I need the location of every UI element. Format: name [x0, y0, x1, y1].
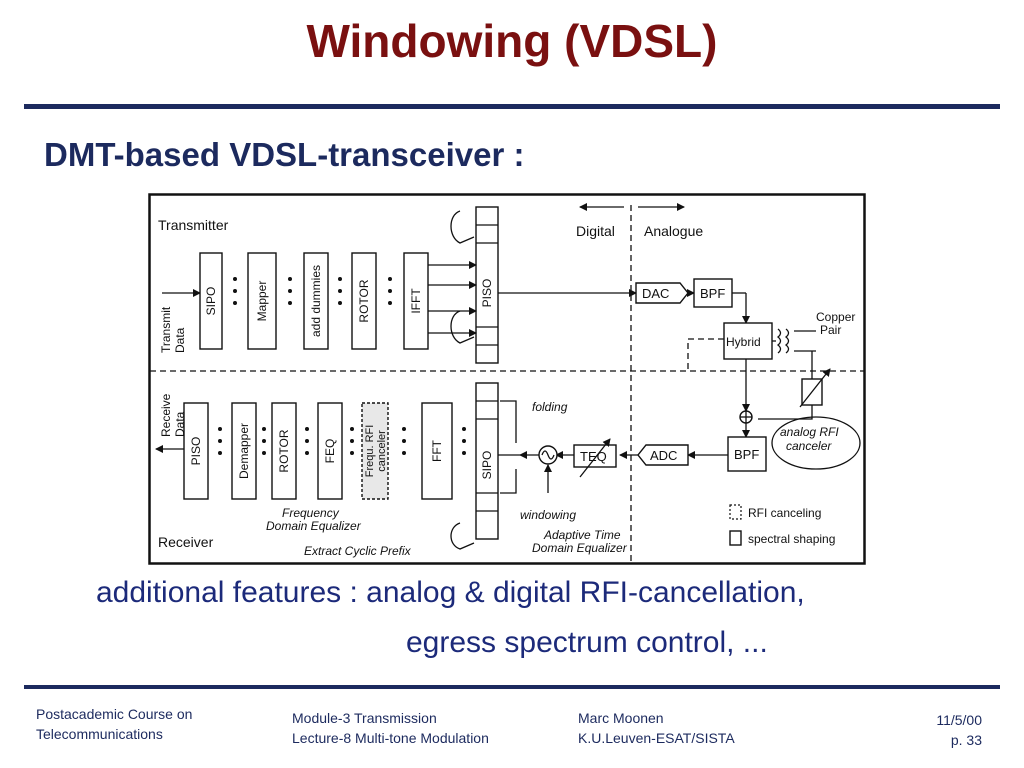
transformer-coil [776, 328, 790, 354]
title-divider [24, 104, 1000, 109]
slide-title: Windowing (VDSL) [306, 15, 718, 67]
footer-course-line-2: Telecommunications [36, 726, 163, 742]
analog-rfi-label: analog RFI [780, 425, 839, 439]
footer-module-line-2: Lecture-8 Multi-tone Modulation [292, 730, 489, 746]
rx-rfi-canceler-label-2: canceler [376, 430, 388, 472]
footer-module: Module-3 Transmission Lecture-8 Multi-to… [292, 708, 489, 748]
vdsl-transceiver-diagram: Digital Analogue Transmitter Transmit Da… [148, 193, 866, 565]
feq-caption: Frequency [282, 506, 340, 520]
rx-bpf-label: BPF [734, 447, 759, 462]
tx-prefix-curl [450, 210, 475, 244]
dac-block [635, 282, 689, 304]
teq-block [573, 444, 617, 468]
tx-mapper-label: Mapper [255, 281, 269, 322]
digital-label: Digital [576, 223, 615, 239]
footer-author-line-2: K.U.Leuven-ESAT/SISTA [578, 730, 735, 746]
receiver-label: Receiver [158, 534, 214, 550]
tx-mapper-block [247, 252, 277, 350]
tx-sipo-block [199, 252, 223, 350]
rx-parallel-dots [218, 427, 466, 455]
teq-label: TEQ [580, 449, 607, 464]
tx-ifft-block [403, 252, 429, 350]
features-line-1: additional features : analog & digital R… [96, 576, 805, 609]
footer-date-page: 11/5/00 p. 33 [936, 710, 982, 750]
footer-divider [24, 685, 1000, 689]
rx-feq-label: FEQ [323, 439, 337, 464]
footer-course-line-1: Postacademic Course on [36, 706, 193, 722]
rx-fft-block [421, 402, 453, 500]
rx-demapper-block [231, 402, 257, 500]
tx-sipo-label: SIPO [204, 287, 218, 316]
adc-block [637, 444, 689, 466]
windowing-label: windowing [520, 508, 576, 522]
copper-pair-label: Copper [816, 310, 855, 324]
tx-parallel-dots [233, 277, 392, 305]
footer-course: Postacademic Course on Telecommunication… [36, 704, 192, 744]
cyclic-prefix-label: Extract Cyclic Prefix [304, 544, 412, 558]
legend-rfi-swatch [729, 504, 742, 520]
legend-spectral-swatch [729, 530, 742, 546]
rx-rfi-canceler-block [361, 402, 389, 500]
copper-pair-label-2: Pair [820, 323, 841, 337]
legend-spectral-label: spectral shaping [748, 532, 835, 546]
footer-page-number: p. 33 [950, 732, 982, 748]
footer-author: Marc Moonen K.U.Leuven-ESAT/SISTA [578, 708, 735, 748]
rx-sipo-label: SIPO [480, 451, 494, 480]
rx-rfi-canceler-label: Frequ. RFI [364, 425, 376, 478]
tx-add-dummies-block [303, 252, 329, 350]
rx-piso-block [183, 402, 209, 500]
adc-label: ADC [650, 448, 677, 463]
rx-rotor-block [271, 402, 297, 500]
tx-add-dummies-label: add dummies [309, 265, 323, 337]
analog-rfi-highlight [771, 416, 861, 470]
feq-caption-2: Domain Equalizer [266, 519, 362, 533]
rx-bpf-block [727, 436, 767, 472]
transmit-data-label: Transmit [159, 306, 173, 353]
tx-piso-label: PISO [480, 279, 494, 308]
rx-prefix-curl [450, 522, 475, 550]
teq-caption: Adaptive Time [543, 528, 621, 542]
transmit-data-label-2: Data [173, 327, 187, 353]
tx-bpf-label: BPF [700, 286, 725, 301]
hybrid-label: Hybrid [726, 335, 761, 349]
rx-sipo-block [475, 382, 499, 540]
footer-module-line-1: Module-3 Transmission [292, 710, 437, 726]
slide-subtitle: DMT-based VDSL-transceiver : [44, 136, 525, 173]
legend-rfi-label: RFI canceling [748, 506, 821, 520]
dac-label: DAC [642, 286, 669, 301]
tx-rotor-label: ROTOR [357, 279, 371, 322]
analog-rfi-label-2: canceler [786, 439, 832, 453]
tx-rotor-block [351, 252, 377, 350]
rx-rotor-label: ROTOR [277, 429, 291, 472]
receive-data-label: Receive [159, 393, 173, 437]
features-line-2: egress spectrum control, ... [406, 626, 768, 659]
tx-ifft-label: IFFT [409, 288, 423, 314]
footer-date: 11/5/00 [936, 712, 982, 728]
rx-piso-label: PISO [189, 437, 203, 466]
footer-author-line-1: Marc Moonen [578, 710, 664, 726]
folding-label: folding [532, 400, 568, 414]
teq-caption-2: Domain Equalizer [532, 541, 628, 555]
rx-demapper-label: Demapper [237, 423, 251, 479]
rx-feq-block [317, 402, 343, 500]
transmitter-label: Transmitter [158, 217, 229, 233]
rx-fft-label: FFT [430, 439, 444, 462]
analogue-label: Analogue [644, 223, 703, 239]
